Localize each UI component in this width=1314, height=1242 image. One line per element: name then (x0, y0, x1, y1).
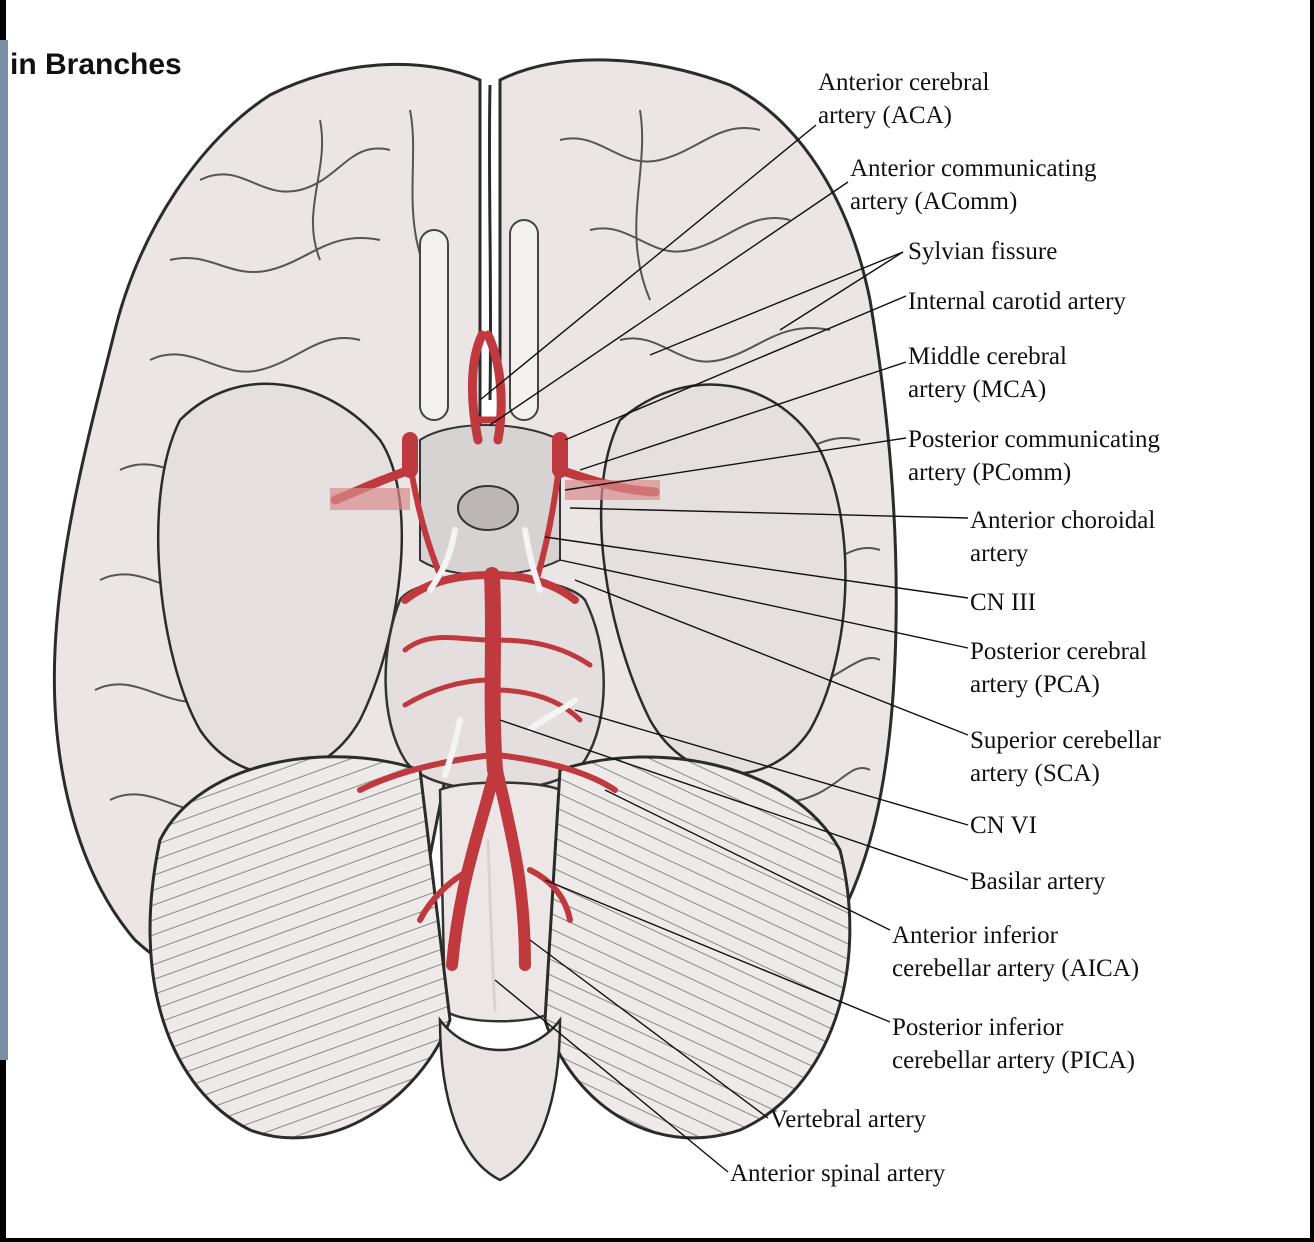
anterior-spinal (486, 838, 497, 1012)
leader-sca (574, 579, 969, 736)
left-aca (467, 330, 487, 445)
leader-vertebral (529, 939, 769, 1119)
leader-pca (559, 559, 969, 649)
page-header: in Branches (10, 48, 182, 81)
label-aica-line2: cerebellar artery (AICA) (892, 955, 1140, 982)
label-mca-line1: Middle cerebral (908, 343, 1067, 370)
label-mca-line2: artery (MCA) (908, 376, 1047, 403)
pontine-left-1 (402, 635, 493, 653)
basilar-artery (484, 567, 503, 778)
label-spinal: Anterior spinal artery (730, 1157, 945, 1190)
leader-spinal (494, 979, 729, 1173)
label-sylvian-line1: Sylvian fissure (908, 238, 1058, 265)
bottom-frame-border (0, 1238, 1314, 1242)
right-aca (483, 330, 506, 445)
left-temporal-lobe (156, 382, 404, 775)
right-aica (494, 752, 618, 793)
right-pica (527, 867, 573, 923)
label-cn6: CN VI (970, 809, 1037, 842)
right-frame-border (1310, 0, 1314, 1242)
vermis (438, 1016, 562, 1182)
left-cn6 (442, 717, 463, 778)
leader-pica (544, 879, 891, 1023)
leader-sylvian-2 (779, 251, 904, 331)
leader-sylvian-1 (649, 251, 904, 356)
right-vertebral (491, 764, 531, 971)
label-pica-line1: Posterior inferior (892, 1014, 1064, 1041)
label-cn6-line1: CN VI (970, 812, 1037, 839)
label-pca-line1: Posterior cerebral (970, 638, 1148, 665)
pontine-left-2 (402, 677, 493, 708)
left-cerebellar-hemisphere (148, 755, 452, 1140)
left-aica (357, 752, 495, 793)
leader-achor (569, 507, 969, 519)
label-aica-line1: Anterior inferior (892, 922, 1058, 949)
leader-ica (564, 295, 907, 441)
leader-acomm (489, 181, 849, 426)
label-aica: Anterior inferior cerebellar artery (AIC… (892, 919, 1139, 985)
left-edge-strip (0, 40, 8, 1060)
label-basilar-line1: Basilar artery (970, 868, 1106, 895)
leader-aca (479, 124, 817, 401)
label-acomm-line2: artery (AComm) (850, 188, 1018, 215)
right-sylvian-highlight (565, 480, 660, 500)
label-cn3-line1: CN III (970, 589, 1036, 616)
label-achor-line1: Anterior choroidal (970, 507, 1156, 534)
label-spinal-line1: Anterior spinal artery (730, 1160, 946, 1187)
label-sca: Superior cerebellar artery (SCA) (970, 724, 1161, 790)
label-sylvian: Sylvian fissure (908, 235, 1057, 268)
label-acomm-line1: Anterior communicating (850, 155, 1097, 182)
leader-mca (579, 361, 907, 471)
left-sylvian-highlight (330, 488, 410, 510)
leader-aica (604, 789, 891, 931)
label-aca-line2: artery (ACA) (818, 102, 952, 129)
label-vertebral: Vertebral artery (770, 1103, 926, 1136)
label-pca-line2: artery (PCA) (970, 671, 1100, 698)
left-pca (401, 571, 496, 604)
right-temporal-lobe (599, 383, 847, 775)
right-olfactory-tract (509, 219, 539, 421)
left-olfactory-tract (419, 229, 449, 421)
label-vertebral-line1: Vertebral artery (770, 1106, 927, 1133)
label-pca: Posterior cerebral artery (PCA) (970, 635, 1147, 701)
leader-basilar (499, 719, 969, 881)
label-pcomm-line1: Posterior communicating (908, 426, 1161, 453)
left-pica (417, 867, 473, 923)
label-cn3: CN III (970, 586, 1036, 619)
leader-lines (479, 124, 969, 1173)
right-cerebellar-hemisphere (543, 755, 852, 1140)
pontine-right-1 (492, 637, 593, 668)
left-vertebral (446, 764, 501, 971)
label-ica-line1: Internal carotid artery (908, 288, 1126, 315)
label-aca: Anterior cerebral artery (ACA) (818, 66, 989, 132)
right-pcomm (535, 472, 561, 578)
left-pcomm (409, 472, 443, 578)
right-cn3 (522, 527, 543, 593)
pontine-right-2 (492, 687, 583, 723)
label-aca-line1: Anterior cerebral (818, 69, 990, 96)
cranial-nerves (427, 527, 578, 778)
label-acomm: Anterior communicating artery (AComm) (850, 152, 1096, 218)
leader-pcomm (564, 437, 907, 491)
mammillary-bodies (457, 485, 519, 531)
label-achor-line2: artery (970, 540, 1029, 567)
leader-cn6 (574, 709, 969, 826)
label-pica-line2: cerebellar artery (PICA) (892, 1047, 1135, 1074)
label-pcomm-line2: artery (PComm) (908, 459, 1072, 486)
label-basilar: Basilar artery (970, 865, 1105, 898)
label-achor: Anterior choroidal artery (970, 504, 1155, 570)
leader-cn3 (544, 536, 969, 599)
label-ica: Internal carotid artery (908, 285, 1126, 318)
right-cn6 (527, 697, 578, 733)
label-sca-line1: Superior cerebellar (970, 727, 1161, 754)
label-mca: Middle cerebral artery (MCA) (908, 340, 1067, 406)
label-sca-line2: artery (SCA) (970, 760, 1100, 787)
label-pcomm: Posterior communicating artery (PComm) (908, 423, 1160, 489)
left-cn3 (427, 527, 458, 593)
label-pica: Posterior inferior cerebellar artery (PI… (892, 1011, 1135, 1077)
